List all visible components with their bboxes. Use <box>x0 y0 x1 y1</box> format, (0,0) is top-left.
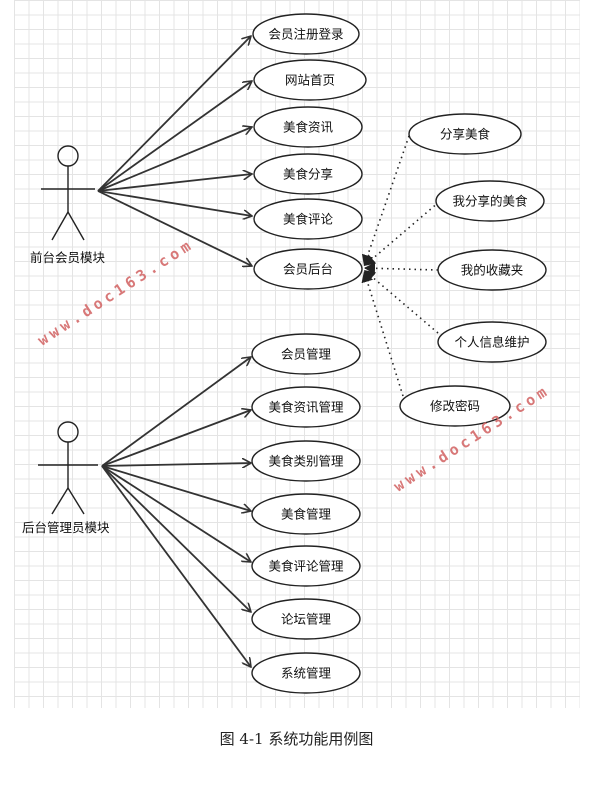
usecase-member-management: 会员管理 <box>251 333 361 375</box>
usecase-my-favorites: 我的收藏夹 <box>437 249 547 291</box>
association-line <box>101 410 251 467</box>
svg-text:美食类别管理: 美食类别管理 <box>268 454 344 469</box>
usecase-food-news: 美食资讯 <box>253 106 363 148</box>
usecase-food-management: 美食管理 <box>251 493 361 535</box>
usecase-site-home: 网站首页 <box>253 59 367 101</box>
association-line <box>97 190 252 216</box>
usecase-change-password: 修改密码 <box>399 385 511 427</box>
svg-text:会员管理: 会员管理 <box>281 347 332 362</box>
dependency-line <box>361 270 404 397</box>
usecase-my-shared-food: 我分享的美食 <box>435 180 545 222</box>
svg-text:美食管理: 美食管理 <box>281 507 332 522</box>
svg-text:分享美食: 分享美食 <box>440 127 491 142</box>
use-case-diagram: 前台会员模块 后台管理员模块 <box>22 13 553 694</box>
association-line <box>101 465 251 562</box>
svg-text:会员后台: 会员后台 <box>283 262 333 277</box>
actor-label-front: 前台会员模块 <box>30 250 106 265</box>
usecase-food-category-management: 美食类别管理 <box>251 440 361 482</box>
svg-text:个人信息维护: 个人信息维护 <box>454 335 529 350</box>
svg-text:系统管理: 系统管理 <box>281 666 332 681</box>
dependency-line <box>363 262 439 275</box>
actor-label-backend: 后台管理员模块 <box>22 520 110 535</box>
front-associations <box>97 36 252 266</box>
usecase-food-comment-management: 美食评论管理 <box>251 545 361 587</box>
svg-text:美食资讯: 美食资讯 <box>283 120 334 135</box>
member-backend-dependencies <box>361 135 440 397</box>
usecase-food-news-management: 美食资讯管理 <box>251 386 361 428</box>
svg-text:修改密码: 修改密码 <box>430 399 480 414</box>
svg-text:我分享的美食: 我分享的美食 <box>452 194 528 209</box>
dependency-line <box>363 269 439 334</box>
actor-front-member: 前台会员模块 <box>30 145 106 265</box>
usecase-member-backend: 会员后台 <box>253 248 363 290</box>
dependency-line <box>361 135 410 267</box>
svg-text:会员注册登录: 会员注册登录 <box>268 27 343 42</box>
association-line <box>101 465 251 667</box>
diagram-canvas: 前台会员模块 后台管理员模块 <box>14 0 580 708</box>
association-line <box>101 463 251 466</box>
svg-text:我的收藏夹: 我的收藏夹 <box>461 263 524 278</box>
svg-text:美食分享: 美食分享 <box>283 167 333 182</box>
association-line <box>101 465 251 511</box>
actor-backend-admin: 后台管理员模块 <box>22 421 110 535</box>
association-line <box>101 465 251 612</box>
usecase-member-register-login: 会员注册登录 <box>252 13 360 55</box>
association-line <box>97 174 252 192</box>
usecase-personal-info: 个人信息维护 <box>437 321 547 363</box>
svg-text:美食评论: 美食评论 <box>283 212 334 227</box>
svg-text:网站首页: 网站首页 <box>285 73 335 88</box>
actor-head <box>57 421 79 443</box>
association-line <box>101 357 251 467</box>
usecase-food-comment: 美食评论 <box>253 198 363 240</box>
usecase-forum-management: 论坛管理 <box>251 598 361 640</box>
usecase-share-food: 分享美食 <box>408 113 522 155</box>
svg-text:论坛管理: 论坛管理 <box>281 612 332 627</box>
usecase-food-share: 美食分享 <box>253 153 363 195</box>
association-line <box>97 36 251 192</box>
admin-associations <box>101 357 251 667</box>
figure-caption: 图 4-1 系统功能用例图 <box>219 730 374 748</box>
svg-text:美食评论管理: 美食评论管理 <box>268 559 344 574</box>
association-line <box>97 81 252 192</box>
svg-text:美食资讯管理: 美食资讯管理 <box>268 400 344 415</box>
association-line <box>97 127 252 192</box>
dependency-line <box>363 201 440 267</box>
association-line <box>97 190 252 266</box>
actor-head <box>57 145 79 167</box>
usecase-system-management: 系统管理 <box>251 652 361 694</box>
